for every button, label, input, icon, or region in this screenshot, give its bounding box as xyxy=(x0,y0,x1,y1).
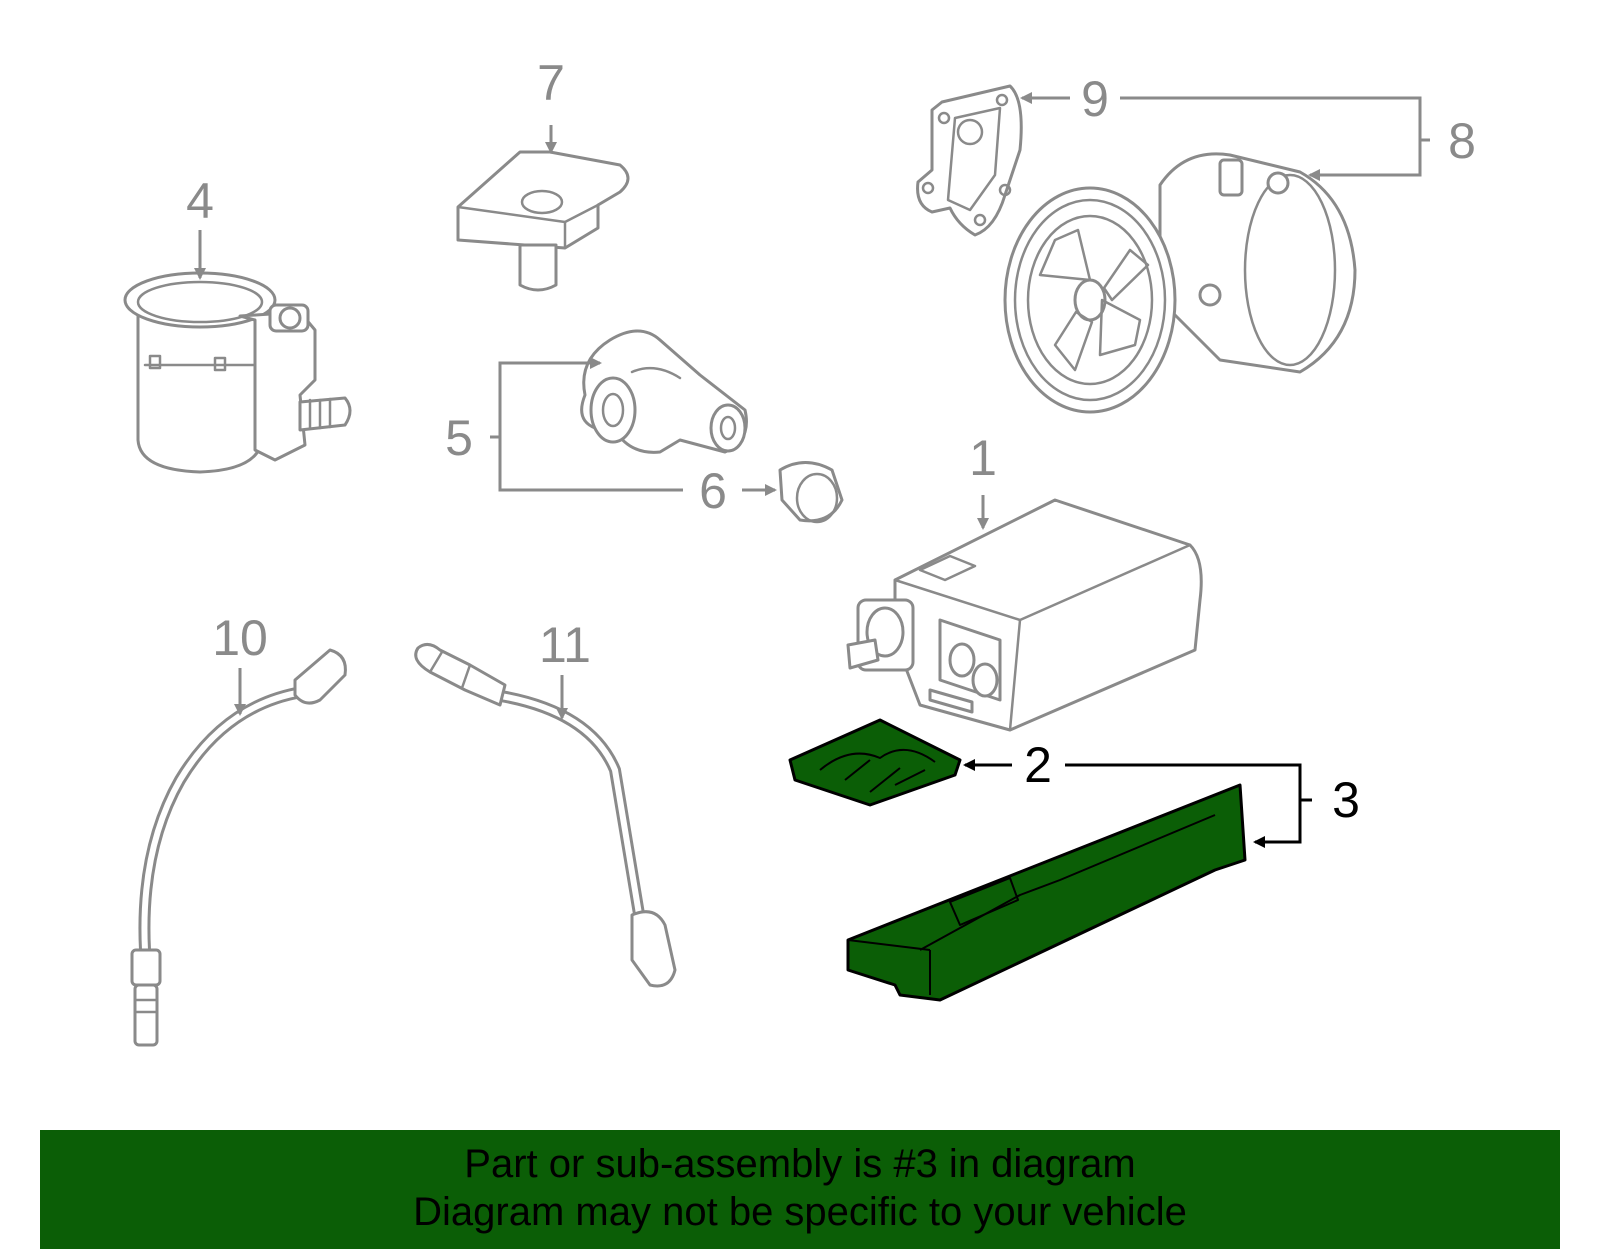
part-11-oxygen-sensor xyxy=(414,643,677,988)
callout-9: 9 xyxy=(1081,71,1109,127)
callout-3: 3 xyxy=(1332,772,1360,828)
callout-1: 1 xyxy=(969,430,997,486)
part-9-gasket xyxy=(916,84,1023,237)
banner-line-disclaimer: Diagram may not be specific to your vehi… xyxy=(413,1190,1187,1234)
banner-line-part: Part or sub-assembly is #3 in diagram xyxy=(464,1142,1136,1186)
part-4-purge-valve xyxy=(123,271,352,474)
part-1-canister xyxy=(846,498,1203,732)
callout-10: 10 xyxy=(212,610,268,666)
parts-diagram: 1 2 3 4 5 6 7 8 9 10 11 xyxy=(123,55,1476,1047)
part-8-vacuum-pump xyxy=(1003,152,1357,414)
callout-11: 11 xyxy=(539,617,591,673)
part-6-cap xyxy=(778,461,844,524)
part-10-oxygen-sensor xyxy=(130,648,347,1047)
callout-4: 4 xyxy=(186,173,214,229)
callout-2: 2 xyxy=(1024,737,1052,793)
part-5-fitting xyxy=(580,329,748,454)
callout-7: 7 xyxy=(537,55,565,111)
part-7-sensor xyxy=(456,150,630,292)
callout-8: 8 xyxy=(1448,113,1476,169)
callout-5: 5 xyxy=(445,410,473,466)
part-3-shield xyxy=(846,783,1247,1002)
callout-6: 6 xyxy=(699,463,727,519)
leader-lines xyxy=(194,92,1430,848)
info-banner: Part or sub-assembly is #3 in diagram Di… xyxy=(40,1130,1560,1249)
part-2-bracket xyxy=(788,718,962,807)
